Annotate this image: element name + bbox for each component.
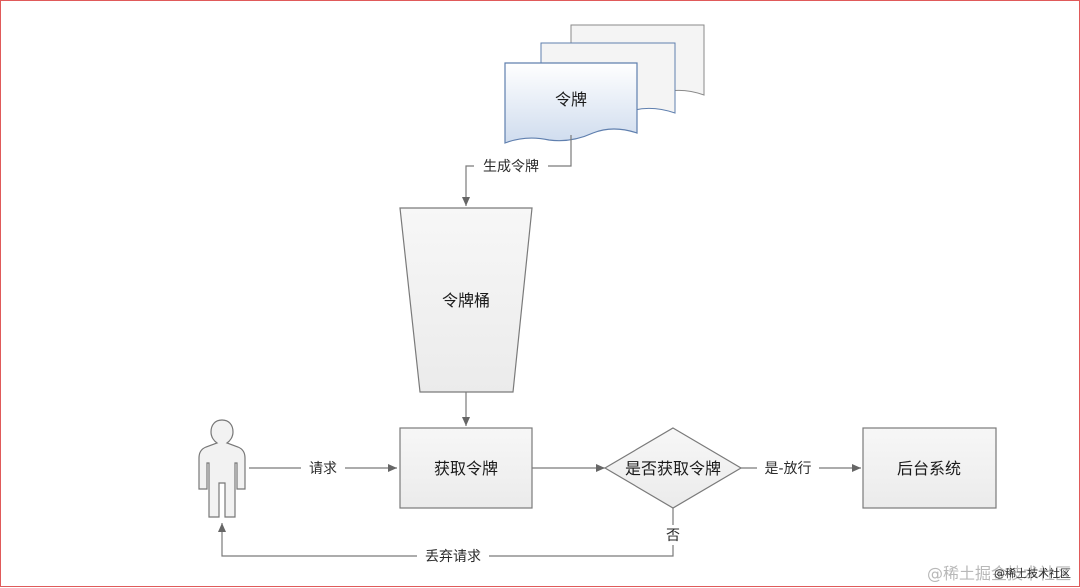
decision-label: 是否获取令牌 — [625, 459, 721, 478]
user-icon — [198, 419, 246, 518]
edge-request: 请求 — [249, 459, 397, 477]
edge-generate-token: 生成令牌 — [462, 135, 572, 206]
token-label: 令牌 — [555, 90, 587, 109]
no-label: 否 — [666, 528, 680, 544]
edge-no-discard: 否 丢弃请求 — [218, 508, 682, 565]
decision-diamond: 是否获取令牌 — [603, 427, 743, 509]
get-token-box: 获取令牌 — [399, 427, 533, 509]
watermark: @稀土掘金技术社区 @稀土技术社区 — [927, 564, 1071, 583]
token-document-stack: 令牌 — [504, 24, 705, 144]
discard-request-label: 丢弃请求 — [425, 549, 481, 565]
watermark-main: @稀土掘金技术社区 — [927, 564, 1071, 583]
edge-yes-pass: 是-放行 — [741, 459, 861, 477]
generate-token-label: 生成令牌 — [483, 158, 539, 175]
request-label: 请求 — [309, 461, 337, 477]
token-document-front — [504, 62, 638, 144]
token-bucket-label: 令牌桶 — [442, 291, 490, 310]
watermark-overlay: @稀土技术社区 — [994, 566, 1071, 580]
token-bucket: 令牌桶 — [399, 207, 533, 393]
get-token-label: 获取令牌 — [434, 459, 498, 478]
yes-pass-label: 是-放行 — [764, 461, 811, 477]
backend-system-box: 后台系统 — [862, 427, 997, 509]
backend-system-label: 后台系统 — [897, 459, 961, 478]
